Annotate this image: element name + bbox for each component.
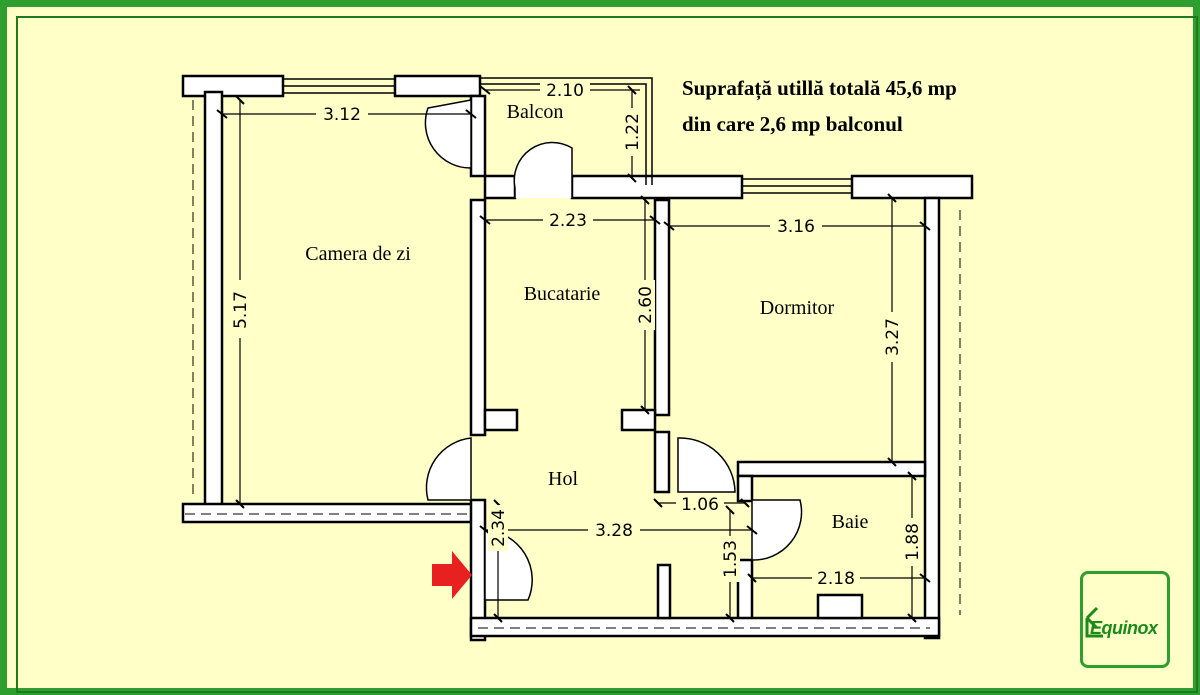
wall-top-right xyxy=(850,174,974,200)
wall-left xyxy=(203,90,224,514)
equinox-logo: Equinox xyxy=(1080,571,1170,668)
inner-frame xyxy=(16,16,1198,693)
dim-bucatarie-length: 2.60 xyxy=(636,286,656,324)
dim-hol-passage: 1.06 xyxy=(681,495,719,515)
room-balcon-label: Balcon xyxy=(507,101,564,123)
wall-bath-niche xyxy=(816,593,864,620)
dimension-labels: 3.12 5.17 2.10 1.22 2.23 2.60 3.16 3.27 … xyxy=(230,80,923,589)
wall-living-kitchen-top xyxy=(469,94,487,178)
dim-baie-width: 2.18 xyxy=(817,569,855,589)
room-baie-label: Baie xyxy=(832,511,869,533)
area-title-line2: din care 2,6 mp balconul xyxy=(682,112,903,136)
dim-baie-length: 1.88 xyxy=(903,523,923,561)
doors xyxy=(424,99,803,601)
room-bucatarie-label: Bucatarie xyxy=(524,283,601,305)
door-bedroom xyxy=(677,437,736,493)
red-arrow-icon xyxy=(432,551,472,599)
dim-balcon-depth: 1.22 xyxy=(623,113,643,151)
dim-balcon-width: 2.10 xyxy=(546,81,584,101)
logo-arrow-icon xyxy=(1085,606,1103,638)
dim-hol-length: 2.34 xyxy=(489,509,509,547)
door-bath xyxy=(751,499,803,561)
wall-balcon-stub-right xyxy=(570,174,744,200)
door-living-balcon xyxy=(424,99,472,169)
wall-kitchen-bedroom xyxy=(653,198,671,417)
wall-bottom xyxy=(469,616,941,638)
wall-kitchen-stub-left xyxy=(483,408,519,432)
wall-bath-upper xyxy=(736,474,754,503)
wall-balcon-stub-left xyxy=(483,174,517,200)
windows xyxy=(283,77,852,194)
dim-hol-width: 3.28 xyxy=(595,521,633,541)
wall-bedroom-bottom xyxy=(736,460,927,478)
dim-camera-length: 5.17 xyxy=(231,291,251,329)
dimension-lines xyxy=(222,89,925,618)
wall-kitchen-stub-right xyxy=(620,408,657,432)
wall-top-left xyxy=(181,74,285,98)
logo-text: Equinox xyxy=(1090,618,1158,638)
wall-bedroom-door-stub xyxy=(653,430,671,494)
dashed-lines xyxy=(185,100,961,629)
dim-bucatarie-width: 2.23 xyxy=(549,211,587,231)
wall-living-kitchen xyxy=(469,198,487,437)
dim-dormitor-width: 3.16 xyxy=(777,217,815,237)
wall-bottom-left xyxy=(181,502,475,524)
wall-hall-stub xyxy=(656,563,672,620)
room-labels: Camera de zi Balcon Bucatarie Dormitor H… xyxy=(305,101,868,533)
area-title-line1: Suprafață utillă totală 45,6 mp xyxy=(682,76,957,100)
wall-top-mid xyxy=(393,74,482,98)
wall-right xyxy=(923,196,941,640)
door-kitchen-balcon xyxy=(513,141,573,198)
dim-baie-door-side: 1.53 xyxy=(721,540,741,578)
walls xyxy=(181,74,974,642)
door-living-hall xyxy=(425,437,472,501)
room-dormitor-label: Dormitor xyxy=(760,297,835,319)
dimension-ticks xyxy=(216,85,931,623)
room-camera-label: Camera de zi xyxy=(305,243,411,265)
room-hol-label: Hol xyxy=(548,468,578,490)
dim-dormitor-length: 3.27 xyxy=(883,318,903,356)
dim-camera-width: 3.12 xyxy=(323,105,361,125)
